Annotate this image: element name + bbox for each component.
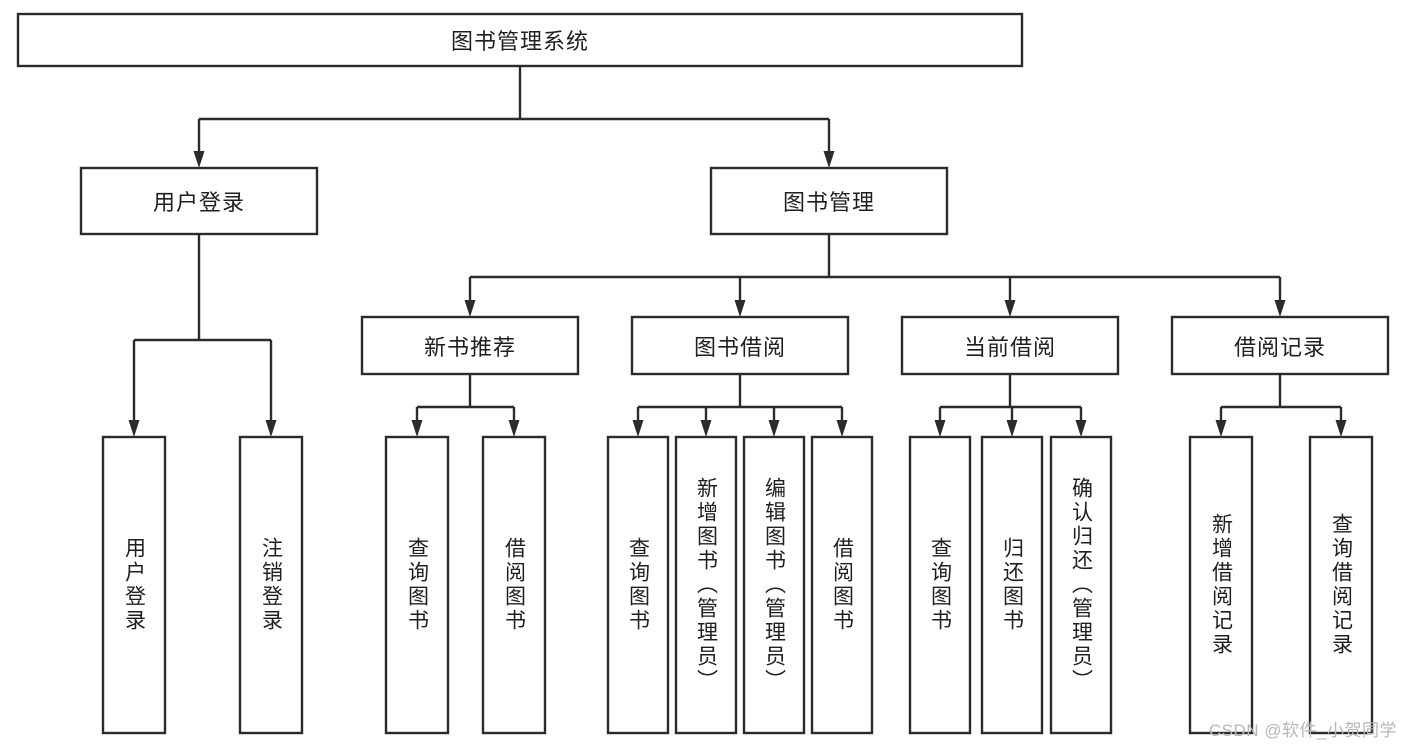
node-box-leaf-rec-borrow-book[interactable] <box>481 435 547 735</box>
node-box-n-user-login[interactable] <box>79 166 319 236</box>
node-box-leaf-bb-query-book[interactable] <box>606 435 670 735</box>
node-box-root[interactable] <box>16 12 1024 68</box>
arrow-head-leaf-user-login <box>128 420 140 437</box>
node-box-leaf-bb-add-book[interactable] <box>674 435 738 735</box>
node-box-n-book-borrow[interactable] <box>630 315 850 376</box>
node-box-leaf-bb-edit-book[interactable] <box>742 435 806 735</box>
node-box-leaf-cb-query-book[interactable] <box>908 435 972 735</box>
edges-layer <box>128 66 1347 437</box>
arrow-head-leaf-bb-edit-book <box>768 420 780 437</box>
arrow-head-leaf-cb-confirm-return <box>1075 420 1087 437</box>
node-box-leaf-cb-return-book[interactable] <box>980 435 1044 735</box>
arrow-head-leaf-cb-return-book <box>1006 420 1018 437</box>
node-box-leaf-br-query-record[interactable] <box>1308 435 1374 735</box>
node-box-n-borrow-record[interactable] <box>1170 315 1390 376</box>
arrow-head-n-user-login <box>193 151 205 168</box>
arrow-head-leaf-bb-borrow-book <box>836 420 848 437</box>
arrow-head-leaf-cb-query-book <box>934 420 946 437</box>
node-box-n-new-book-rec[interactable] <box>360 315 580 376</box>
arrow-head-leaf-rec-query-book <box>411 420 423 437</box>
node-box-n-current-borrow[interactable] <box>900 315 1120 376</box>
node-box-leaf-br-add-record[interactable] <box>1188 435 1254 735</box>
node-box-leaf-cb-confirm-return[interactable] <box>1049 435 1113 735</box>
arrow-head-leaf-bb-add-book <box>700 420 712 437</box>
arrow-head-leaf-logout <box>265 420 277 437</box>
arrow-head-leaf-rec-borrow-book <box>508 420 520 437</box>
arrow-head-n-new-book-rec <box>464 300 476 317</box>
node-box-leaf-user-login[interactable] <box>101 435 167 735</box>
node-box-leaf-bb-borrow-book[interactable] <box>810 435 874 735</box>
arrow-head-leaf-br-add-record <box>1215 420 1227 437</box>
arrow-head-n-borrow-record <box>1274 300 1286 317</box>
arrow-head-leaf-br-query-record <box>1335 420 1347 437</box>
node-box-leaf-logout[interactable] <box>238 435 304 735</box>
arrow-head-leaf-bb-query-book <box>632 420 644 437</box>
boxes-layer <box>16 12 1390 735</box>
arrow-head-n-book-manage <box>823 151 835 168</box>
arrow-head-n-book-borrow <box>734 300 746 317</box>
node-box-n-book-manage[interactable] <box>709 166 949 236</box>
arrow-head-n-current-borrow <box>1004 300 1016 317</box>
node-box-leaf-rec-query-book[interactable] <box>384 435 450 735</box>
